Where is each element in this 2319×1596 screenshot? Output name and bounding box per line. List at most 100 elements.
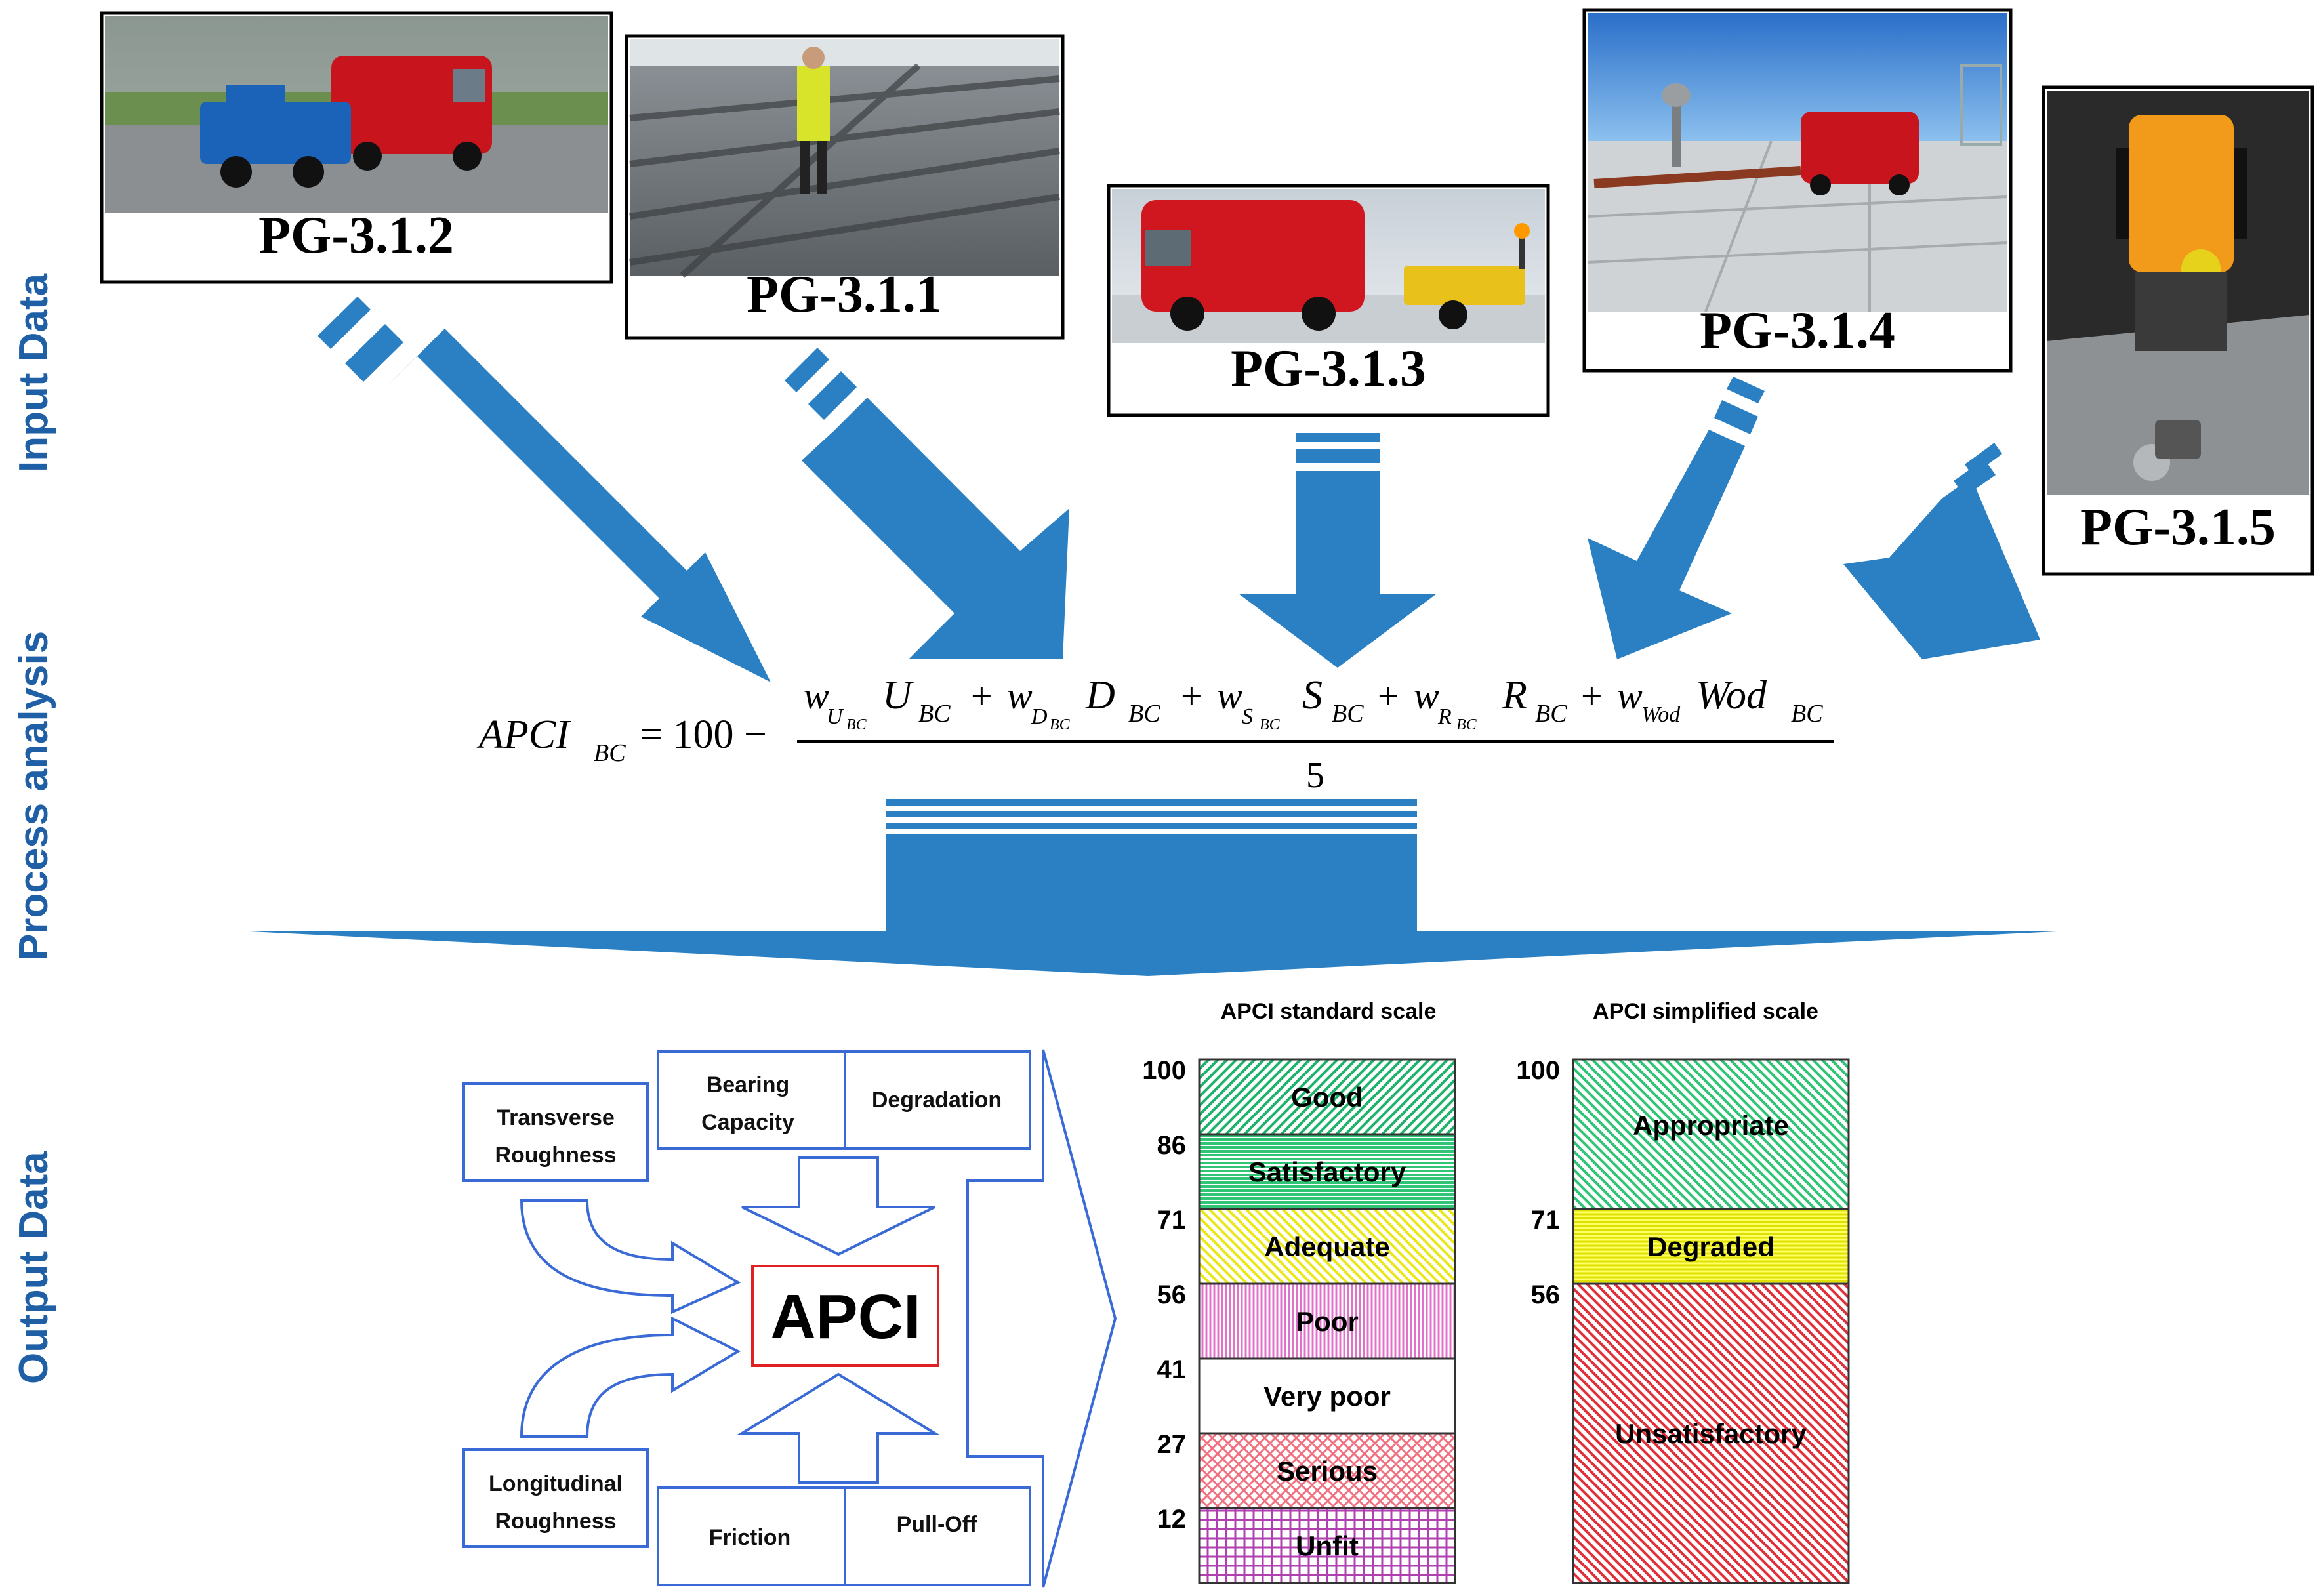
apci-center-label: APCI [770, 1282, 920, 1352]
scale-band-label: Adequate [1264, 1231, 1389, 1262]
friction-label: Friction [709, 1525, 791, 1550]
standard-scale-title: APCI standard scale [1221, 999, 1437, 1024]
scale-tick: 71 [1531, 1206, 1561, 1235]
scale-band-degraded [1572, 1208, 1850, 1285]
term-variable-sub: BC [918, 700, 951, 727]
photo-label: PG-3.1.3 [1231, 340, 1426, 398]
scale-band-good [1198, 1058, 1456, 1136]
scale-tick: 27 [1157, 1430, 1187, 1459]
row-label-output: Output Data [11, 1151, 56, 1384]
scale-band-label: Serious [1277, 1456, 1378, 1486]
scale-tick: 100 [1142, 1056, 1186, 1085]
term-weight-sub: Wod [1641, 703, 1681, 727]
arrow-from-pg-3-1-4 [1588, 377, 1765, 659]
row-label-input: Input Data [11, 273, 56, 472]
photo-card-pg-3-1-4: PG-3.1.4 [1582, 8, 2013, 373]
term-weight-sub: D [1031, 705, 1048, 729]
pull-off-box [844, 1486, 1031, 1586]
scale-band-label: Unfit [1296, 1530, 1359, 1561]
longitudinal-label-line1: Longitudinal [489, 1471, 623, 1496]
photo-card-pg-3-1-3: PG-3.1.3 [1107, 184, 1550, 417]
longitudinal-label-line2: Roughness [495, 1509, 616, 1534]
plus-sign: + [1181, 674, 1202, 717]
scale-band-label: Unsatisfactory [1615, 1418, 1807, 1449]
scale-tick: 71 [1157, 1206, 1187, 1235]
scale-band-label: Degraded [1647, 1231, 1775, 1262]
scale-band-label: Good [1291, 1082, 1363, 1113]
term-weight: w [1617, 674, 1643, 717]
input-arrows [318, 297, 2040, 682]
term-weight-subsub: BC [1260, 716, 1281, 733]
scale-tick: 12 [1157, 1505, 1187, 1534]
simplified-scale: APCI simplified scale AppropriateDegrade… [1516, 999, 1850, 1584]
term-variable: Wod [1696, 673, 1767, 718]
photo-image-van-apron-tower [1587, 13, 2008, 312]
term-weight-sub: S [1242, 705, 1253, 729]
bearing-label-line1: Bearing [707, 1073, 790, 1097]
photo-image-van-yellow-trailer [1112, 189, 1545, 343]
scale-band-label: Poor [1296, 1306, 1359, 1337]
arrow-from-pg-3-1-2 [318, 297, 771, 682]
scale-band-unfit [1198, 1507, 1456, 1584]
photo-image-van-blue-trailer [105, 16, 608, 213]
term-weight-subsub: BC [846, 716, 867, 733]
term-variable-sub: BC [1332, 700, 1364, 727]
arrow-from-pg-3-1-3 [1239, 433, 1437, 668]
arrow-outline-curved-bottom [520, 1316, 741, 1438]
simplified-scale-title: APCI simplified scale [1593, 999, 1818, 1024]
bearing-label-line2: Capacity [701, 1110, 794, 1135]
term-weight: w [1007, 674, 1033, 717]
scale-band-serious [1198, 1432, 1456, 1509]
scale-tick: 100 [1516, 1056, 1560, 1085]
degradation-label: Degradation [872, 1088, 1002, 1113]
formula-lhs-sub: BC [594, 739, 626, 767]
arrow-outline-down [741, 1156, 935, 1256]
term-weight: w [1414, 674, 1439, 717]
arrow-from-pg-3-1-5 [1843, 443, 2040, 659]
bearing-capacity-box [657, 1050, 846, 1150]
formula-denominator: 5 [1306, 755, 1324, 796]
photo-label: PG-3.1.1 [747, 266, 942, 323]
transverse-label-line2: Roughness [495, 1143, 616, 1168]
scale-tick: 86 [1157, 1131, 1187, 1160]
apci-formula: APCI BC = 100 − 5 w U BC U BC + w D BC D… [476, 673, 1834, 796]
photo-label: PG-3.1.4 [1700, 302, 1895, 359]
term-variable-sub: BC [1128, 700, 1160, 727]
term-variable: U [882, 673, 914, 718]
scale-band-label: Appropriate [1633, 1110, 1789, 1141]
photo-card-pg-3-1-5: PG-3.1.5 [2042, 85, 2314, 576]
arrow-outline-curved-top [520, 1199, 741, 1315]
apci-components-diagram: Transverse Roughness Bearing Capacity De… [462, 1049, 1117, 1588]
term-variable: S [1302, 673, 1323, 718]
photo-image-pull-off-device [2047, 91, 2309, 495]
transverse-roughness-box [462, 1082, 649, 1182]
chevron-to-scales [966, 1049, 1117, 1588]
row-label-process: Process analysis [11, 631, 56, 961]
term-weight-subsub: BC [1456, 716, 1477, 733]
scale-band-appropriate [1572, 1058, 1850, 1210]
photo-image-runway-person [629, 39, 1060, 278]
term-variable-sub: BC [1791, 700, 1823, 727]
term-weight: w [1217, 674, 1242, 717]
term-weight-sub: U [827, 705, 844, 729]
scale-band-unsatisfactory [1572, 1282, 1850, 1584]
transverse-label-line1: Transverse [497, 1105, 615, 1130]
process-arrow [249, 799, 2057, 976]
photo-card-pg-3-1-1: PG-3.1.1 [625, 34, 1065, 340]
plus-sign: + [971, 674, 993, 717]
term-variable: R [1502, 673, 1527, 718]
plus-sign: + [1581, 674, 1603, 717]
scale-tick: 56 [1531, 1280, 1561, 1309]
plus-sign: + [1378, 674, 1399, 717]
scale-tick: 56 [1157, 1280, 1187, 1309]
term-variable: D [1085, 673, 1115, 718]
arrow-from-pg-3-1-1 [785, 348, 1069, 659]
longitudinal-roughness-box [462, 1448, 649, 1548]
term-weight: w [804, 674, 829, 717]
formula-equals: = 100 − [640, 712, 767, 757]
arrow-outline-up [737, 1372, 940, 1484]
formula-lhs: APCI [476, 712, 571, 757]
scale-band-very-poor [1198, 1357, 1456, 1435]
term-weight-subsub: BC [1050, 716, 1071, 733]
